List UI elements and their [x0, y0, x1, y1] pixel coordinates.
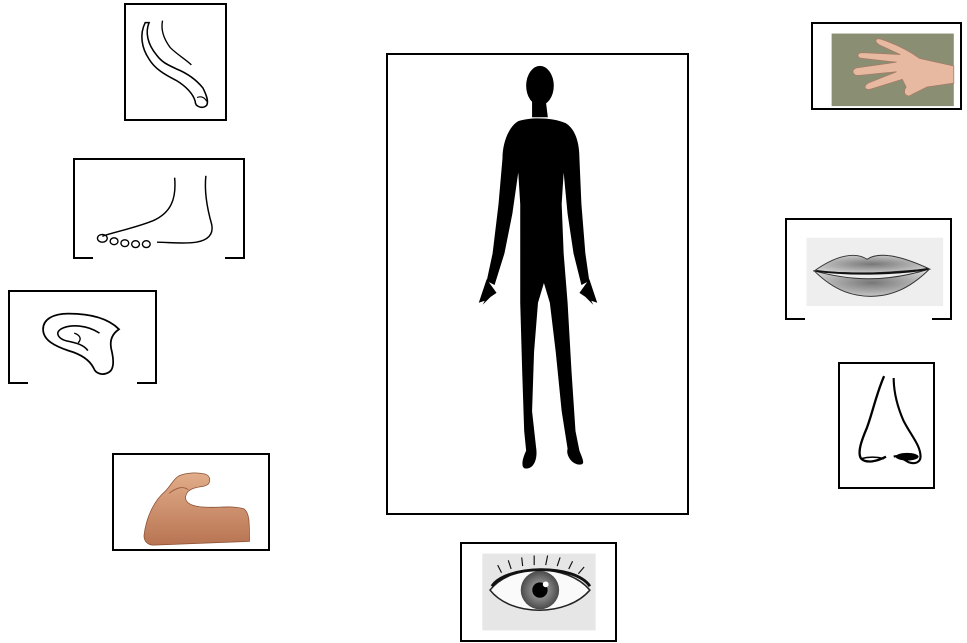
arm-icon: [114, 455, 268, 549]
eye-icon: [462, 544, 615, 640]
nose-picture-card[interactable]: [838, 362, 935, 489]
mouth-icon: [787, 220, 950, 318]
human-body-silhouette-icon: [388, 55, 687, 513]
hand-picture-card[interactable]: [811, 22, 962, 110]
human-body-figure-card: [386, 53, 689, 515]
leg-icon: [126, 5, 225, 119]
arm-picture-card[interactable]: [112, 453, 270, 551]
ear-icon: [10, 292, 155, 382]
mouth-picture-card[interactable]: [785, 218, 952, 318]
eye-picture-card[interactable]: [460, 542, 617, 642]
hand-icon: [813, 24, 960, 108]
nose-icon: [840, 364, 933, 487]
leg-picture-card[interactable]: [124, 3, 227, 121]
ear-picture-card[interactable]: [8, 290, 157, 382]
foot-picture-card[interactable]: [73, 158, 245, 257]
foot-icon: [75, 160, 243, 257]
